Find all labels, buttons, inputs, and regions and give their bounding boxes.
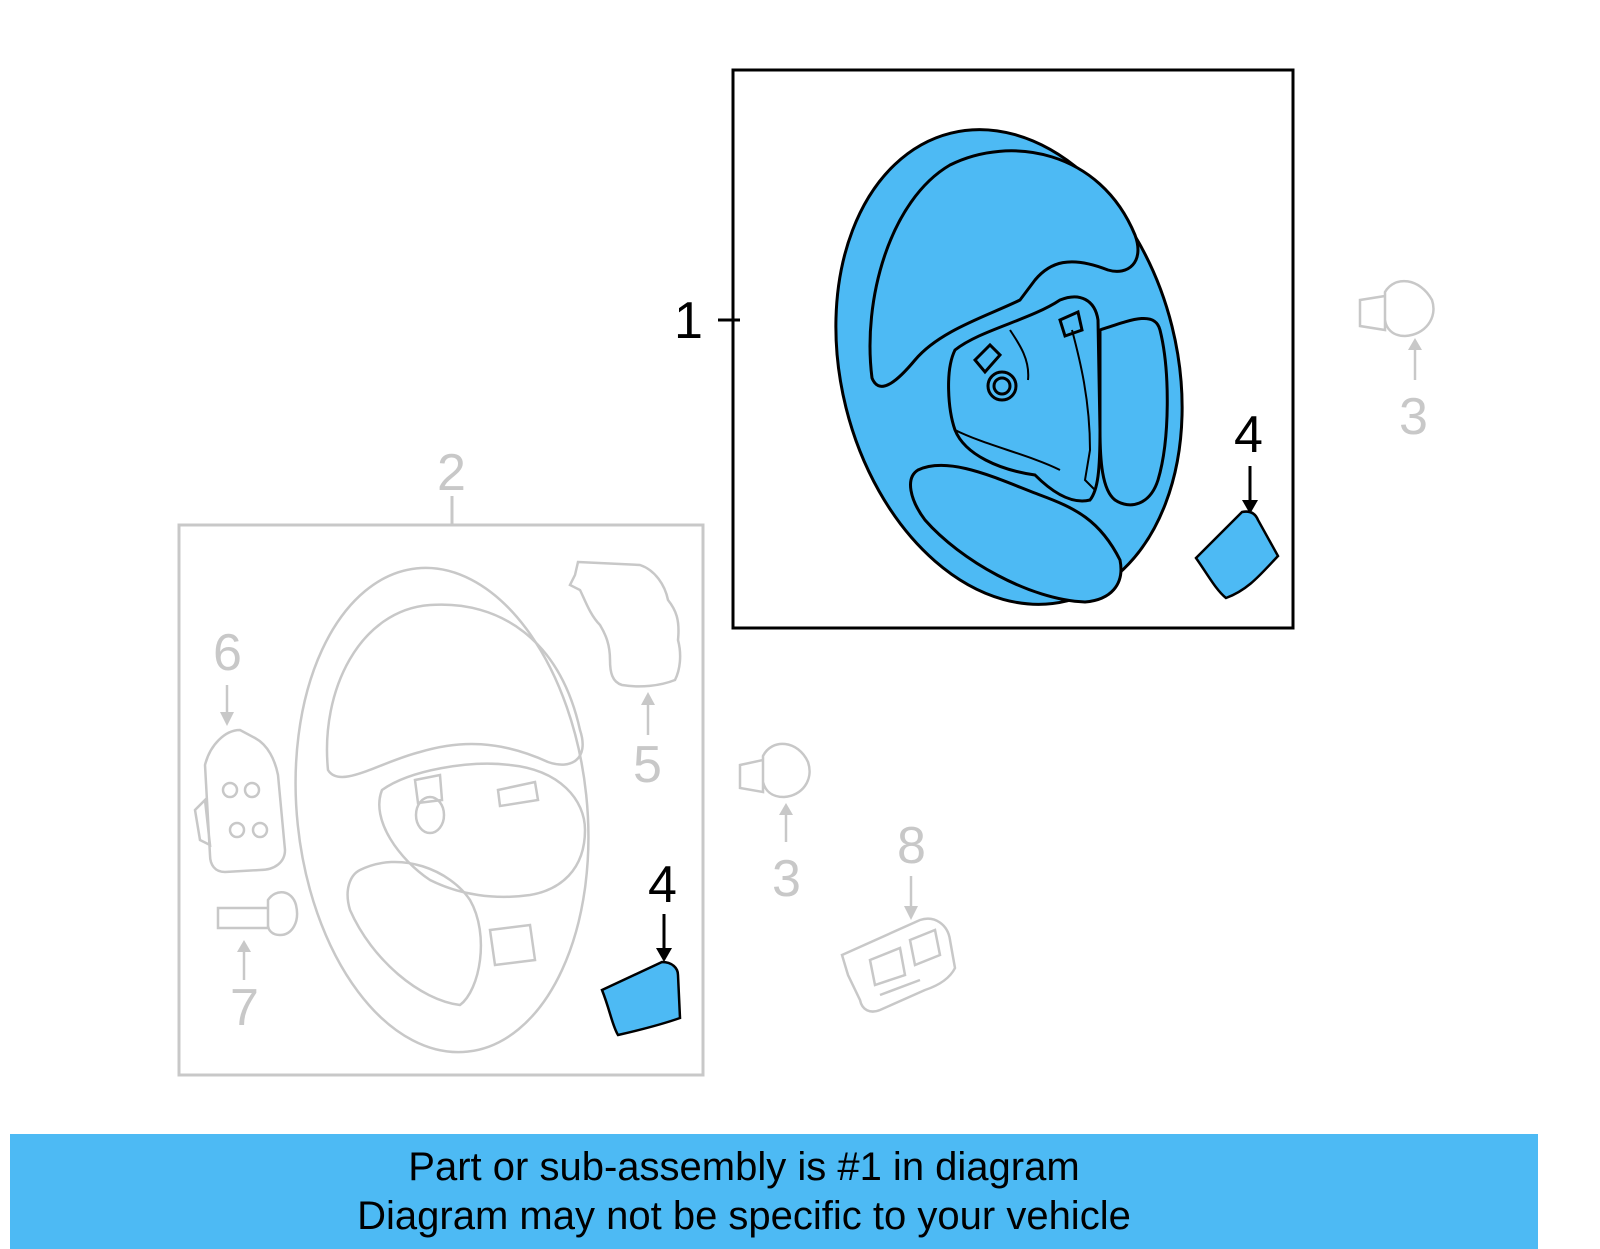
steering-wheel-outline[interactable] [272, 553, 611, 1067]
callout-2: 2 [437, 444, 466, 502]
steering-wheel-assembly[interactable] [788, 93, 1231, 642]
callout-4-right: 4 [1234, 406, 1263, 464]
caption-line-2: Diagram may not be specific to your vehi… [357, 1194, 1131, 1238]
callout-4-left: 4 [648, 856, 677, 914]
bolt-3-center[interactable] [738, 742, 811, 799]
part-4-left-trim[interactable] [600, 960, 682, 1037]
callout-8: 8 [897, 817, 926, 875]
part-7-group: 7 [216, 891, 299, 1037]
part-4-left-group: 4 [600, 856, 682, 1037]
part-8-group: 8 [840, 817, 957, 1013]
bolt-3-right[interactable] [1358, 279, 1435, 338]
arrow-head-4-right [1242, 500, 1258, 514]
part-3-center-group: 3 [738, 742, 811, 908]
part-6-group: 6 [193, 624, 287, 874]
callout-1: 1 [674, 292, 703, 350]
part-5-group: 5 [568, 560, 682, 794]
part-4-right-trim[interactable] [1194, 510, 1280, 600]
callout-3-right: 3 [1399, 388, 1428, 446]
callout-5: 5 [633, 736, 662, 794]
part-1-group: 1 [674, 68, 1295, 642]
arrow-head-4-left [656, 948, 672, 962]
callout-3-center: 3 [772, 850, 801, 908]
caption-line-1: Part or sub-assembly is #1 in diagram [408, 1145, 1080, 1189]
airbag-module[interactable] [568, 560, 682, 688]
callout-7: 7 [230, 979, 259, 1037]
caption-banner: Part or sub-assembly is #1 in diagram Di… [10, 1134, 1538, 1249]
part-3-right-group: 3 [1358, 279, 1435, 446]
switch-panel-6[interactable] [193, 728, 287, 874]
bolt-7[interactable] [216, 891, 299, 937]
callout-6: 6 [213, 624, 242, 682]
switch-8[interactable] [840, 917, 957, 1013]
part-4-right-group: 4 [1194, 406, 1280, 600]
